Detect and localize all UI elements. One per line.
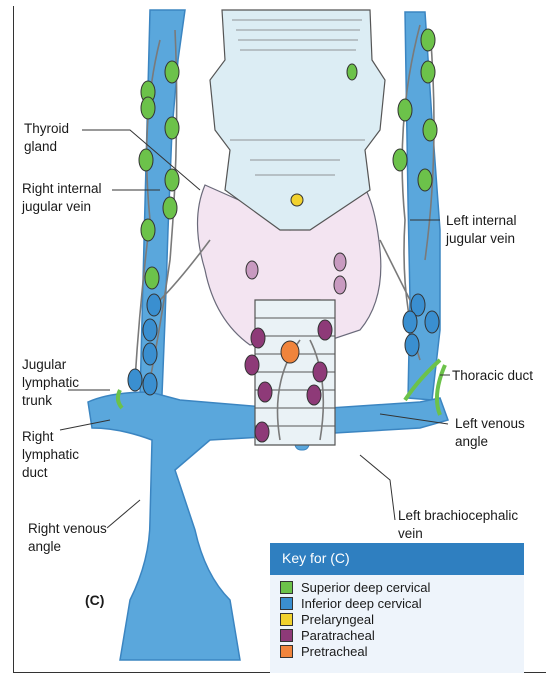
- key-item: Superior deep cervical: [280, 579, 524, 595]
- prelaryngeal-node: [291, 194, 303, 206]
- key-item: Inferior deep cervical: [280, 595, 524, 611]
- pretracheal-node: [281, 341, 299, 363]
- label-left-internal-jugular-vein: Left internal jugular vein: [446, 212, 517, 248]
- key-item: Pretracheal: [280, 643, 524, 659]
- key-item: Prelaryngeal: [280, 611, 524, 627]
- key-box: Key for (C) Superior deep cervical Infer…: [270, 543, 524, 673]
- swatch-prelaryngeal: [280, 613, 293, 626]
- label-right-venous-angle: Right venous angle: [28, 520, 107, 556]
- label-left-brachiocephalic-vein: Left brachiocephalic vein: [398, 507, 518, 543]
- swatch-inferior-deep-cervical: [280, 597, 293, 610]
- key-list: Superior deep cervical Inferior deep cer…: [270, 575, 524, 659]
- label-right-internal-jugular-vein: Right internal jugular vein: [22, 180, 102, 216]
- panel-letter: (C): [85, 592, 104, 608]
- label-left-venous-angle: Left venous angle: [455, 415, 525, 451]
- label-jugular-lymphatic-trunk: Jugular lymphatic trunk: [22, 356, 79, 410]
- key-title: Key for (C): [270, 543, 524, 575]
- key-item: Paratracheal: [280, 627, 524, 643]
- label-right-lymphatic-duct: Right lymphatic duct: [22, 428, 79, 482]
- label-thoracic-duct: Thoracic duct: [452, 367, 533, 385]
- swatch-superior-deep-cervical: [280, 581, 293, 594]
- swatch-paratracheal: [280, 629, 293, 642]
- label-thyroid-gland: Thyroid gland: [24, 120, 69, 156]
- swatch-pretracheal: [280, 645, 293, 658]
